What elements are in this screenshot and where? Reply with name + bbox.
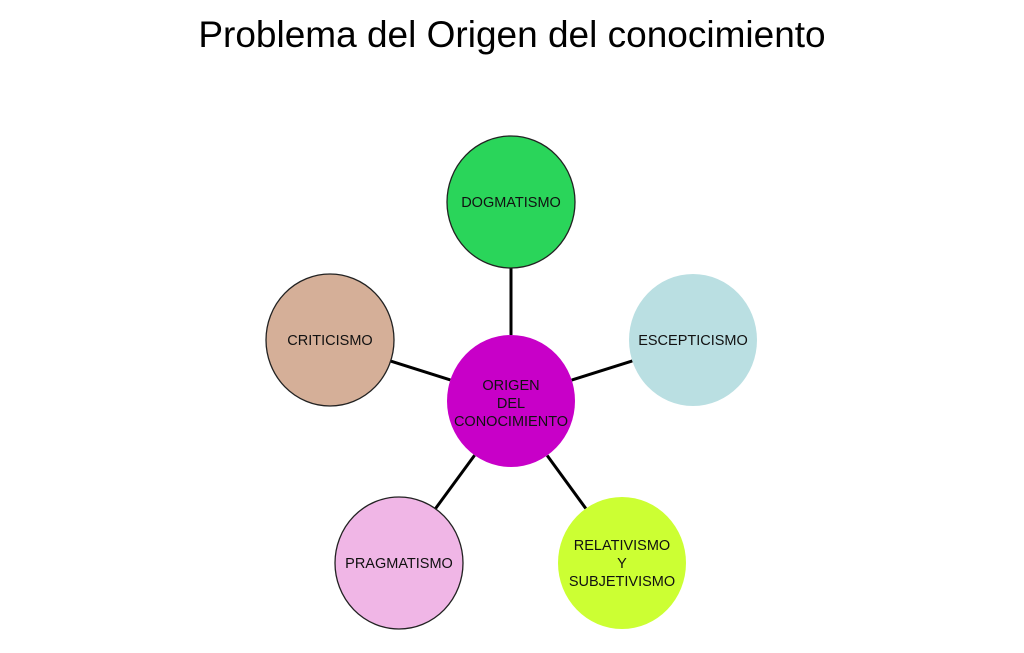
criticismo-circle — [265, 273, 395, 407]
criticismo-label: CRITICISMO — [287, 333, 372, 349]
relativismo-label: Y — [617, 556, 627, 572]
center-label: ORIGEN — [482, 378, 539, 394]
node-relativismo: RELATIVISMO Y SUBJETIVISMO — [558, 497, 686, 629]
dogmatismo-circle — [446, 135, 576, 269]
node-escepticismo: ESCEPTICISMO — [629, 274, 757, 406]
connector-relativismo — [545, 454, 588, 510]
diagram-title: Problema del Origen del conocimiento — [198, 14, 826, 55]
connector-escepticismo — [571, 359, 633, 382]
node-pragmatismo: PRAGMATISMO — [334, 496, 464, 630]
pragmatismo-circle — [334, 496, 464, 630]
relativismo-label: RELATIVISMO — [574, 538, 670, 554]
node-center: ORIGEN DEL CONOCIMIENTO — [447, 335, 575, 467]
pragmatismo-label: PRAGMATISMO — [345, 556, 453, 572]
escepticismo-circle — [629, 274, 757, 406]
node-criticismo: CRITICISMO — [265, 273, 395, 407]
center-label: DEL — [497, 396, 525, 412]
center-label: CONOCIMIENTO — [454, 414, 568, 430]
node-dogmatismo: DOGMATISMO — [446, 135, 576, 269]
dogmatismo-label: DOGMATISMO — [461, 195, 561, 211]
connector-pragmatismo — [434, 454, 476, 510]
relativismo-label: SUBJETIVISMO — [569, 574, 675, 590]
connector-criticismo — [390, 359, 451, 382]
escepticismo-label: ESCEPTICISMO — [638, 333, 748, 349]
center-circle — [447, 335, 575, 467]
relativismo-circle — [558, 497, 686, 629]
